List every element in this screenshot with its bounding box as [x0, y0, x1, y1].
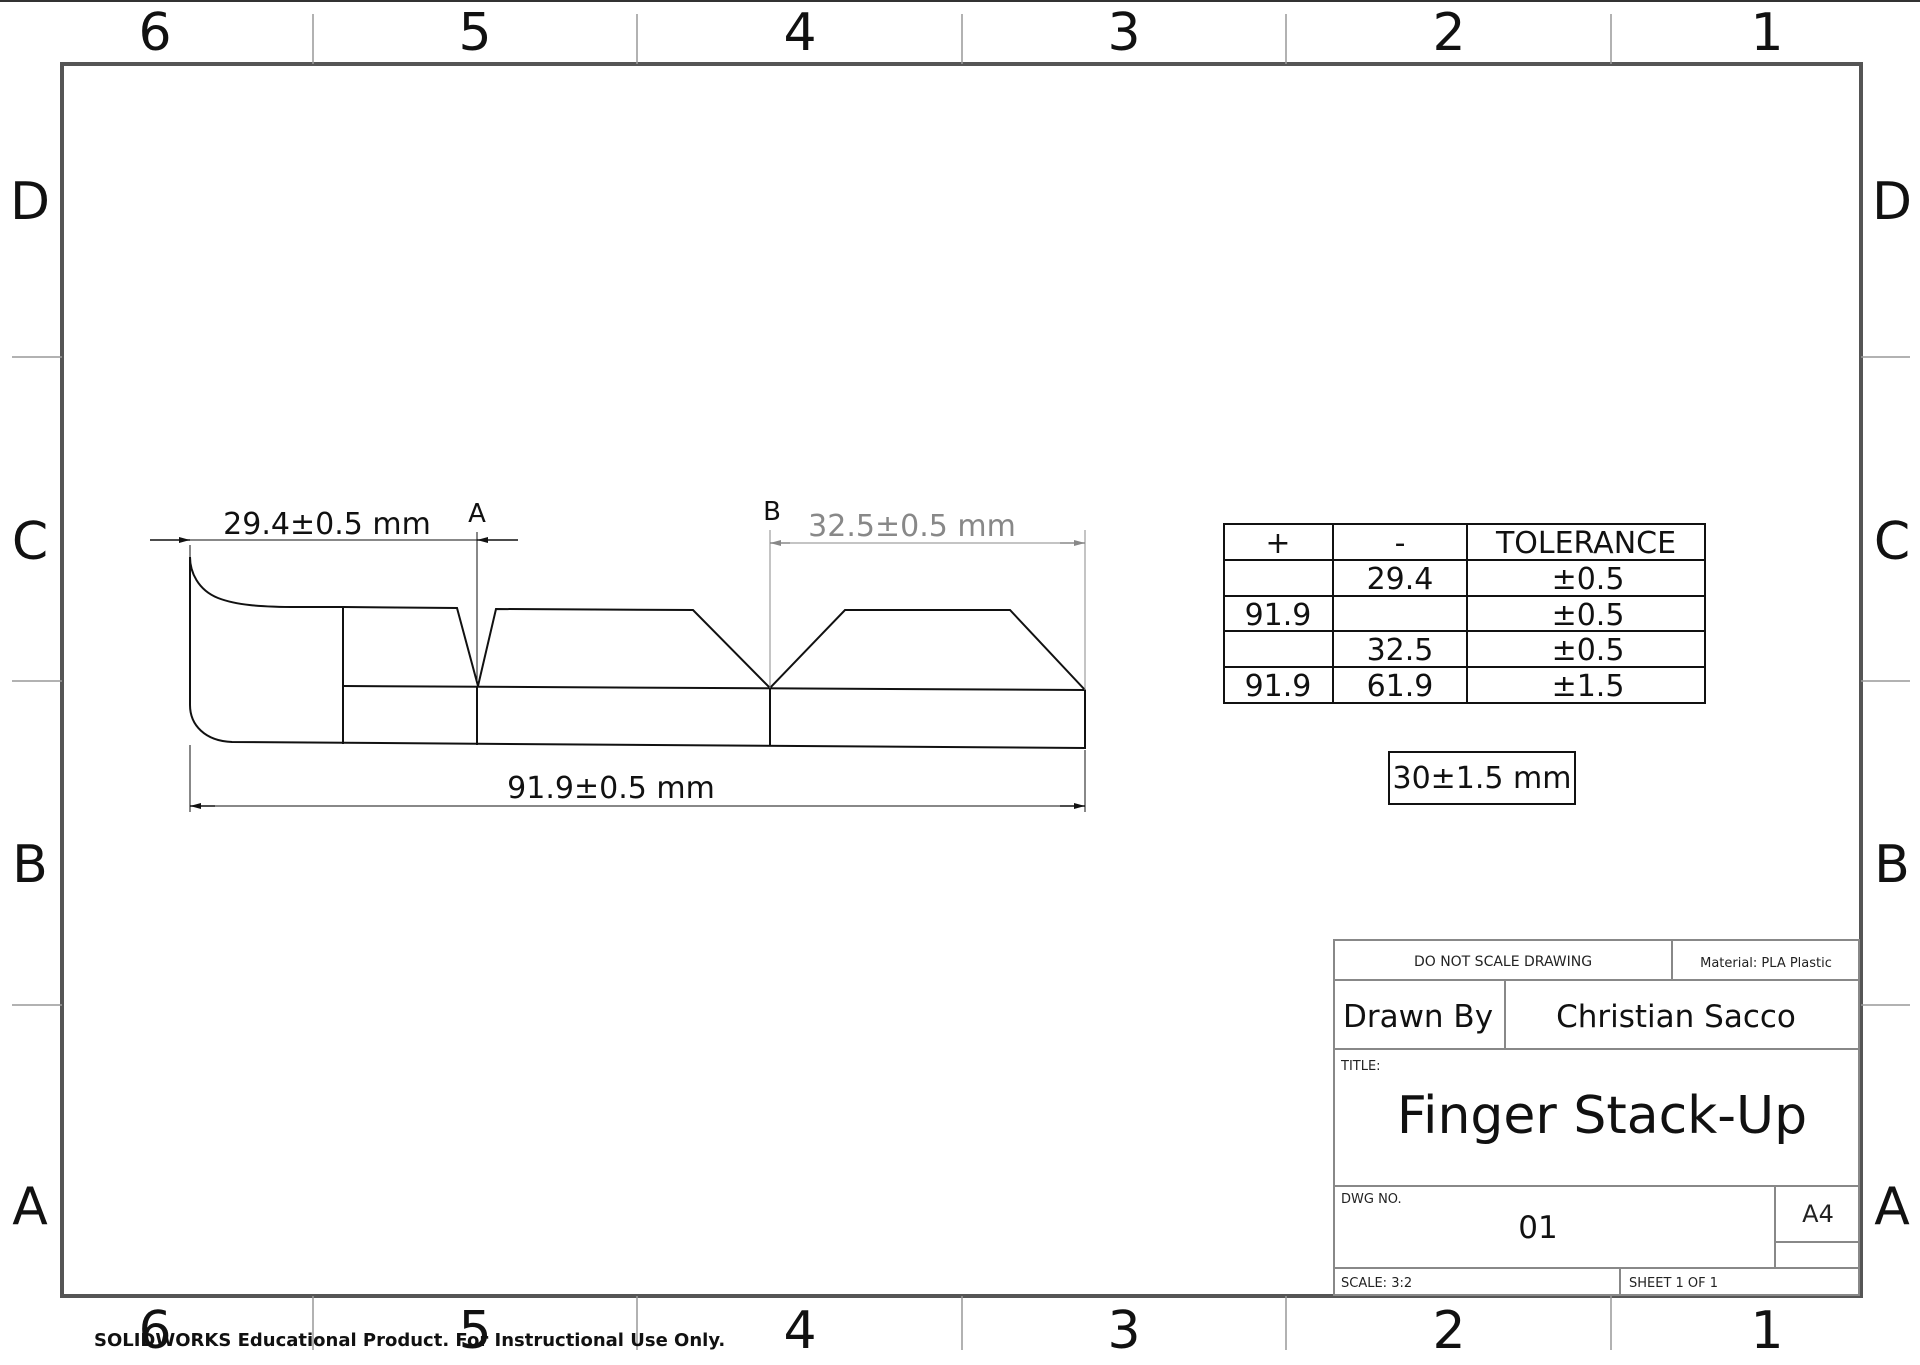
zone-row-c-left: C	[12, 512, 48, 572]
zone-col-5-top: 5	[458, 3, 491, 63]
dimension-overall	[189, 745, 1086, 812]
table-header-minus: -	[1395, 526, 1406, 561]
zone-ticks	[12, 14, 1910, 1350]
zone-col-2-top: 2	[1432, 3, 1465, 63]
dimension-left-label: 29.4±0.5 mm	[223, 507, 431, 542]
zone-row-c-right: C	[1874, 512, 1910, 572]
tolerance-table	[1223, 523, 1706, 704]
zone-row-b-right: B	[1874, 835, 1910, 895]
zone-col-5-bottom: 5	[458, 1301, 491, 1361]
part-outline	[189, 556, 1086, 750]
material-label: Material: PLA Plastic	[1700, 956, 1832, 971]
zone-row-b-left: B	[12, 835, 48, 895]
sheet-number: SHEET 1 OF 1	[1629, 1276, 1718, 1291]
table-cell: 61.9	[1367, 669, 1434, 704]
sheet-size: A4	[1802, 1200, 1834, 1228]
zone-row-d-left: D	[10, 172, 50, 232]
table-cell: 29.4	[1367, 562, 1434, 597]
result-box	[1388, 751, 1576, 805]
educational-watermark: SOLIDWORKS Educational Product. For Inst…	[94, 1330, 725, 1351]
dimension-right-label: 32.5±0.5 mm	[808, 509, 1016, 544]
zone-row-a-left: A	[12, 1177, 48, 1237]
dimension-overall-label: 91.9±0.5 mm	[507, 771, 715, 806]
result-box-label: 30±1.5 mm	[1392, 761, 1571, 796]
table-header-tolerance: TOLERANCE	[1495, 526, 1676, 561]
title-block	[1333, 939, 1860, 1296]
zone-row-d-right: D	[1872, 172, 1912, 232]
finger-part-drawing	[189, 556, 1086, 750]
zone-col-6-bottom: 6	[138, 1301, 171, 1361]
drawn-by-label: Drawn By	[1343, 999, 1493, 1035]
zone-col-1-top: 1	[1750, 3, 1783, 63]
zone-col-3-bottom: 3	[1107, 1301, 1140, 1361]
table-cell: 32.5	[1367, 633, 1434, 668]
zone-col-2-bottom: 2	[1432, 1301, 1465, 1361]
dwg-no-value: 01	[1518, 1210, 1557, 1246]
part-split-line	[342, 685, 1086, 691]
drawn-by-value: Christian Sacco	[1556, 999, 1796, 1035]
table-cell: 91.9	[1245, 598, 1312, 633]
table-cell: ±0.5	[1552, 598, 1625, 633]
zone-col-1-bottom: 1	[1750, 1301, 1783, 1361]
dwg-no-label: DWG NO.	[1341, 1192, 1402, 1207]
table-cell: ±1.5	[1552, 669, 1625, 704]
zone-col-3-top: 3	[1107, 3, 1140, 63]
reference-a-label: A	[468, 499, 486, 529]
table-cell: 91.9	[1245, 669, 1312, 704]
zone-row-a-right: A	[1874, 1177, 1910, 1237]
dimension-right	[769, 530, 1086, 690]
table-cell: ±0.5	[1552, 562, 1625, 597]
table-header-plus: +	[1265, 526, 1290, 561]
dimension-left	[150, 532, 518, 680]
zone-col-4-bottom: 4	[783, 1301, 816, 1361]
table-cell: ±0.5	[1552, 633, 1625, 668]
do-not-scale-label: DO NOT SCALE DRAWING	[1414, 954, 1592, 970]
drawing-title: Finger Stack-Up	[1397, 1086, 1807, 1146]
zone-col-4-top: 4	[783, 3, 816, 63]
scale-label: SCALE: 3:2	[1341, 1276, 1412, 1291]
zone-col-6-top: 6	[138, 3, 171, 63]
reference-b-label: B	[763, 497, 781, 527]
title-label: TITLE:	[1340, 1059, 1381, 1074]
